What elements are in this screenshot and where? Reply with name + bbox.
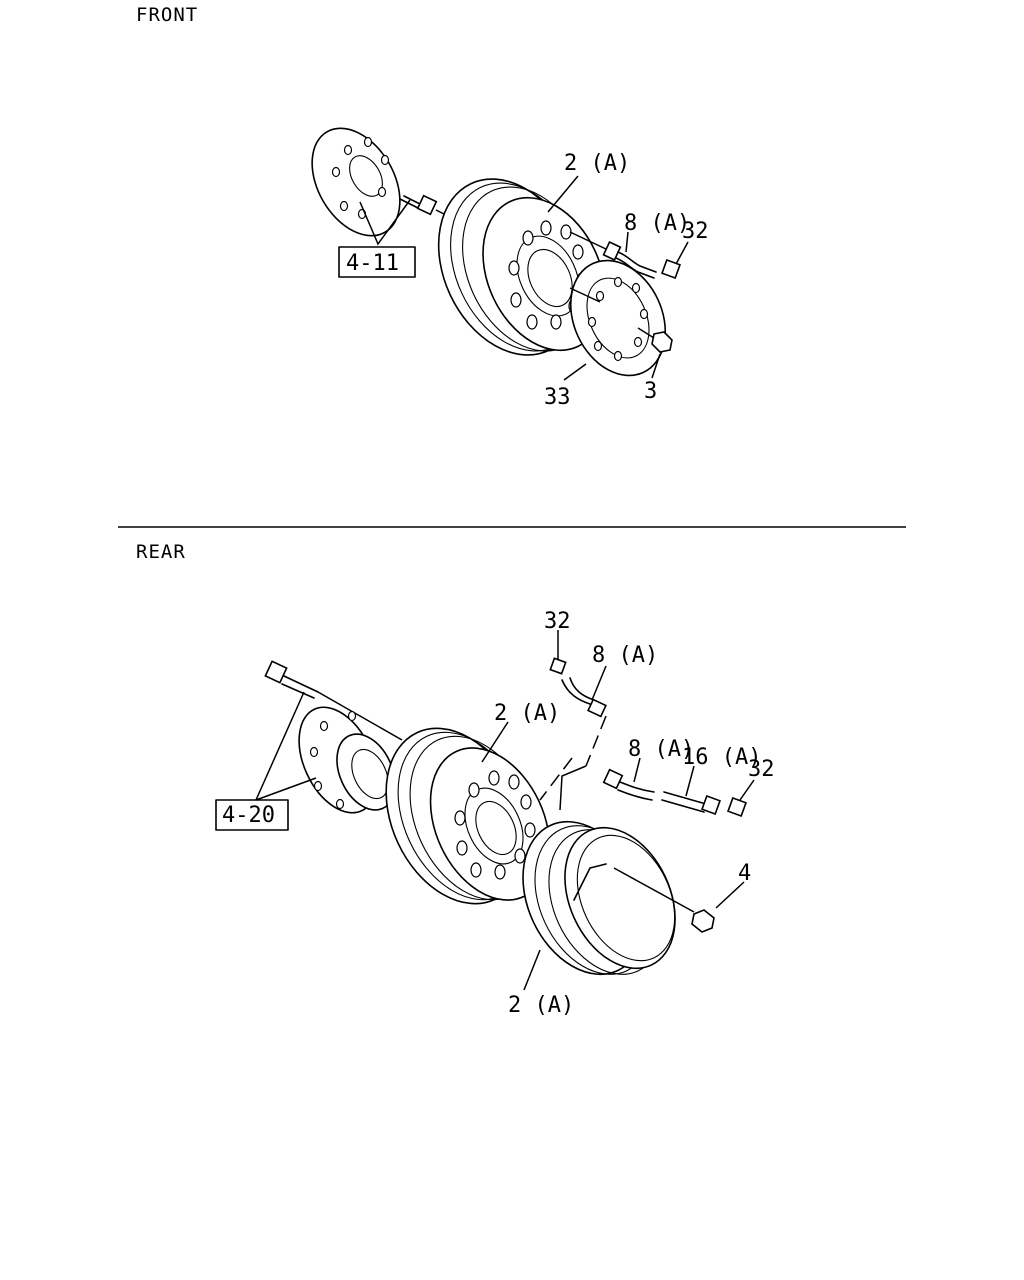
rear-hub [298, 706, 396, 814]
front-hub [311, 127, 401, 237]
rear-dashed-link-upper [585, 715, 607, 767]
front-label-plate: 33 [544, 385, 571, 410]
rear-label-cap: 32 [544, 609, 571, 634]
rear-leader-ref [255, 691, 317, 801]
rear-leader-nut [715, 881, 745, 909]
rear-label-cap-right: 32 [748, 757, 775, 782]
rear-leader-cap-right [739, 779, 755, 801]
rear-dashed-link-lower [539, 757, 573, 801]
rear-valve-extension [661, 791, 721, 815]
rear-leader-valve-lower [633, 757, 641, 783]
rear-outer-wheel [522, 820, 676, 976]
rear-wheel-nut [613, 867, 715, 933]
front-ref-box-frame [338, 246, 416, 278]
rear-valve-cap-right [727, 797, 747, 817]
rear-label-nut: 4 [738, 861, 751, 886]
front-wheel-nut [637, 327, 673, 353]
rear-label-valve-upper: 8 (A) [592, 643, 658, 668]
rear-ref-box: 4-20 [222, 803, 275, 828]
section-title-front: FRONT [136, 4, 198, 26]
rear-label-wheel-outer: 2 (A) [508, 993, 574, 1018]
front-label-cap: 32 [682, 219, 709, 244]
rear-leader-extension [685, 765, 695, 797]
front-label-nut: 3 [644, 379, 657, 404]
front-leader-ref [359, 199, 411, 246]
front-ref-box: 4-11 [346, 251, 399, 276]
rear-wheel-stud [264, 660, 403, 741]
rear-inner-wheel [385, 727, 551, 905]
rear-valve-lower [602, 768, 655, 801]
front-leader-plate [563, 363, 587, 381]
front-wheel-plate [569, 259, 667, 377]
front-leader-valve [625, 231, 629, 253]
rear-label-wheel-inner: 2 (A) [494, 701, 560, 726]
rear-label-extension: 16 (A) [682, 745, 761, 770]
rear-leader-wheel-inner [481, 721, 509, 763]
front-leader-wheel [547, 175, 579, 213]
front-label-valve: 8 (A) [624, 211, 690, 236]
front-label-wheel: 2 (A) [564, 151, 630, 176]
rear-link-bracket [559, 765, 587, 811]
section-title-rear: REAR [136, 541, 186, 563]
rear-leader-wheel-outer [523, 949, 541, 991]
rear-label-valve-lower: 8 (A) [628, 737, 694, 762]
rear-valve-upper [549, 657, 607, 718]
rear-ref-box-frame [215, 799, 289, 831]
front-leader-nut [651, 353, 661, 379]
front-leader-cap [675, 241, 689, 265]
rear-leader-valve-upper [591, 665, 607, 701]
